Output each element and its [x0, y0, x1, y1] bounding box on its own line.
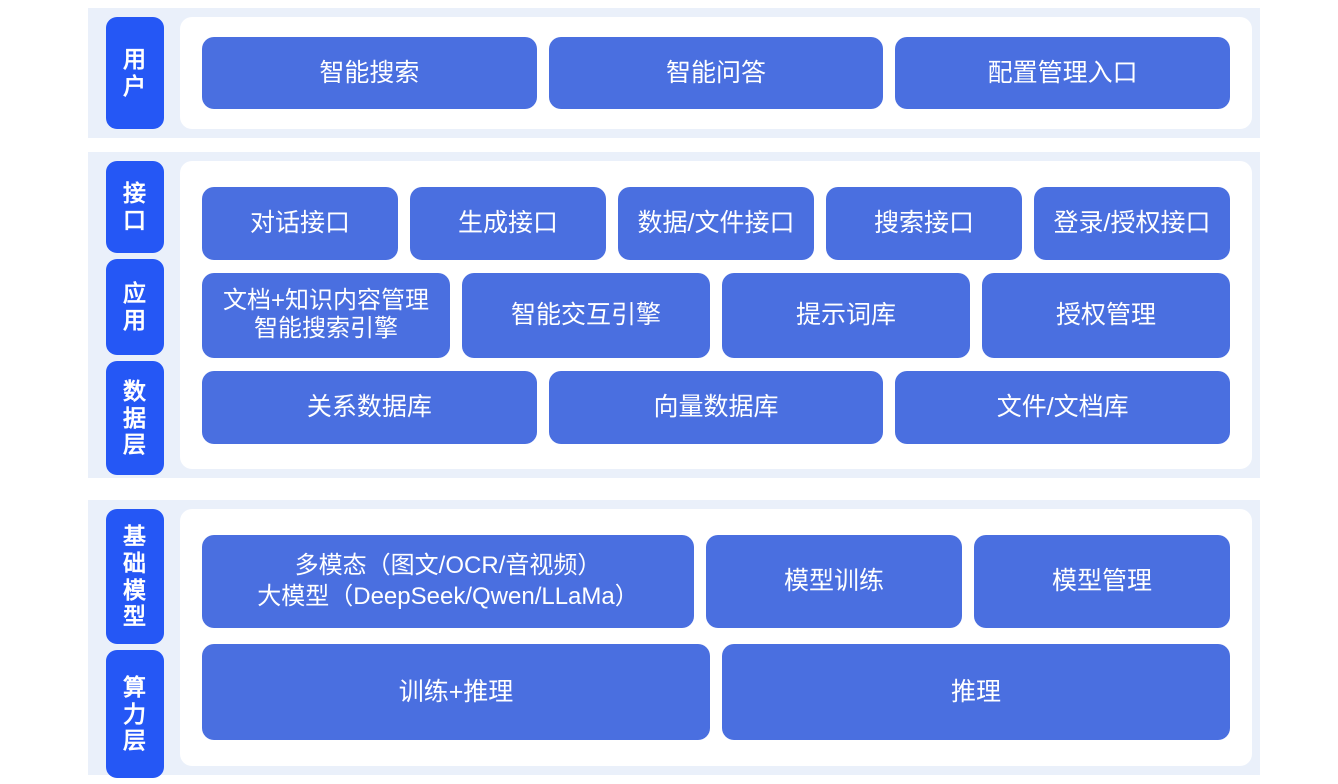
row-compute: 训练+推理 推理 — [202, 644, 1230, 740]
vertical-tab-user-label: 用户 — [123, 46, 147, 99]
band-infra: 基础模型 算力层 多模态（图文/OCR/音视频） 大模型（DeepSeek/Qw… — [88, 500, 1260, 778]
card-infra: 多模态（图文/OCR/音视频） 大模型（DeepSeek/Qwen/LLaMa）… — [180, 509, 1252, 766]
vertical-tab-data[interactable]: 数据层 — [106, 361, 164, 475]
box-multimodal-llm[interactable]: 多模态（图文/OCR/音视频） 大模型（DeepSeek/Qwen/LLaMa） — [202, 535, 694, 628]
box-login-auth-api[interactable]: 登录/授权接口 — [1034, 186, 1230, 260]
box-train-and-inference[interactable]: 训练+推理 — [202, 644, 710, 740]
box-file-document-store[interactable]: 文件/文档库 — [895, 370, 1231, 444]
box-prompt-library[interactable]: 提示词库 — [722, 272, 970, 358]
vertical-tab-api[interactable]: 接口 — [106, 161, 164, 253]
vertical-tab-foundation-model-label: 基础模型 — [123, 523, 147, 630]
box-generate-api[interactable]: 生成接口 — [410, 186, 606, 260]
card-user: 智能搜索 智能问答 配置管理入口 — [180, 17, 1252, 129]
row-model: 多模态（图文/OCR/音视频） 大模型（DeepSeek/Qwen/LLaMa）… — [202, 535, 1230, 628]
row-user-entries: 智能搜索 智能问答 配置管理入口 — [202, 37, 1231, 109]
vertical-tab-app[interactable]: 应用 — [106, 259, 164, 355]
vertical-tab-compute-layer[interactable]: 算力层 — [106, 650, 164, 778]
box-vector-database[interactable]: 向量数据库 — [548, 370, 884, 444]
box-doc-knowledge-management[interactable]: 文档+知识内容管理 智能搜索引擎 — [202, 272, 450, 358]
tab-column-middle: 接口 应用 数据层 — [106, 161, 164, 475]
vertical-tab-data-label: 数据层 — [123, 377, 147, 458]
box-authorization-management[interactable]: 授权管理 — [982, 272, 1230, 358]
box-model-management[interactable]: 模型管理 — [974, 535, 1230, 628]
box-config-management-entry[interactable]: 配置管理入口 — [895, 37, 1231, 109]
box-dialog-api[interactable]: 对话接口 — [202, 186, 398, 260]
row-api: 对话接口 生成接口 数据/文件接口 搜索接口 登录/授权接口 — [202, 186, 1230, 260]
vertical-tab-api-label: 接口 — [123, 180, 147, 233]
vertical-tab-foundation-model[interactable]: 基础模型 — [106, 509, 164, 644]
box-smart-qa[interactable]: 智能问答 — [548, 37, 884, 109]
vertical-tab-app-label: 应用 — [123, 280, 147, 333]
box-smart-interaction-engine[interactable]: 智能交互引擎 — [462, 272, 710, 358]
box-inference[interactable]: 推理 — [722, 644, 1230, 740]
box-data-file-api[interactable]: 数据/文件接口 — [618, 186, 814, 260]
box-smart-search[interactable]: 智能搜索 — [202, 37, 537, 109]
row-data: 关系数据库 向量数据库 文件/文档库 — [202, 370, 1231, 444]
band-middle: 接口 应用 数据层 对话接口 生成接口 数据/文件接口 搜索接口 登录/授权接口… — [88, 152, 1260, 478]
box-model-training[interactable]: 模型训练 — [706, 535, 962, 628]
band-user: 用户 智能搜索 智能问答 配置管理入口 — [88, 8, 1260, 138]
box-search-api[interactable]: 搜索接口 — [826, 186, 1022, 260]
row-app: 文档+知识内容管理 智能搜索引擎 智能交互引擎 提示词库 授权管理 — [202, 272, 1230, 358]
tab-column-infra: 基础模型 算力层 — [106, 509, 164, 778]
box-relational-database[interactable]: 关系数据库 — [202, 370, 537, 444]
vertical-tab-user[interactable]: 用户 — [106, 17, 164, 129]
card-middle: 对话接口 生成接口 数据/文件接口 搜索接口 登录/授权接口 文档+知识内容管理… — [180, 161, 1252, 469]
tab-column-user: 用户 — [106, 17, 164, 129]
architecture-diagram: 用户 智能搜索 智能问答 配置管理入口 接口 应用 数据层 对话接 — [88, 0, 1260, 784]
vertical-tab-compute-layer-label: 算力层 — [123, 673, 147, 754]
